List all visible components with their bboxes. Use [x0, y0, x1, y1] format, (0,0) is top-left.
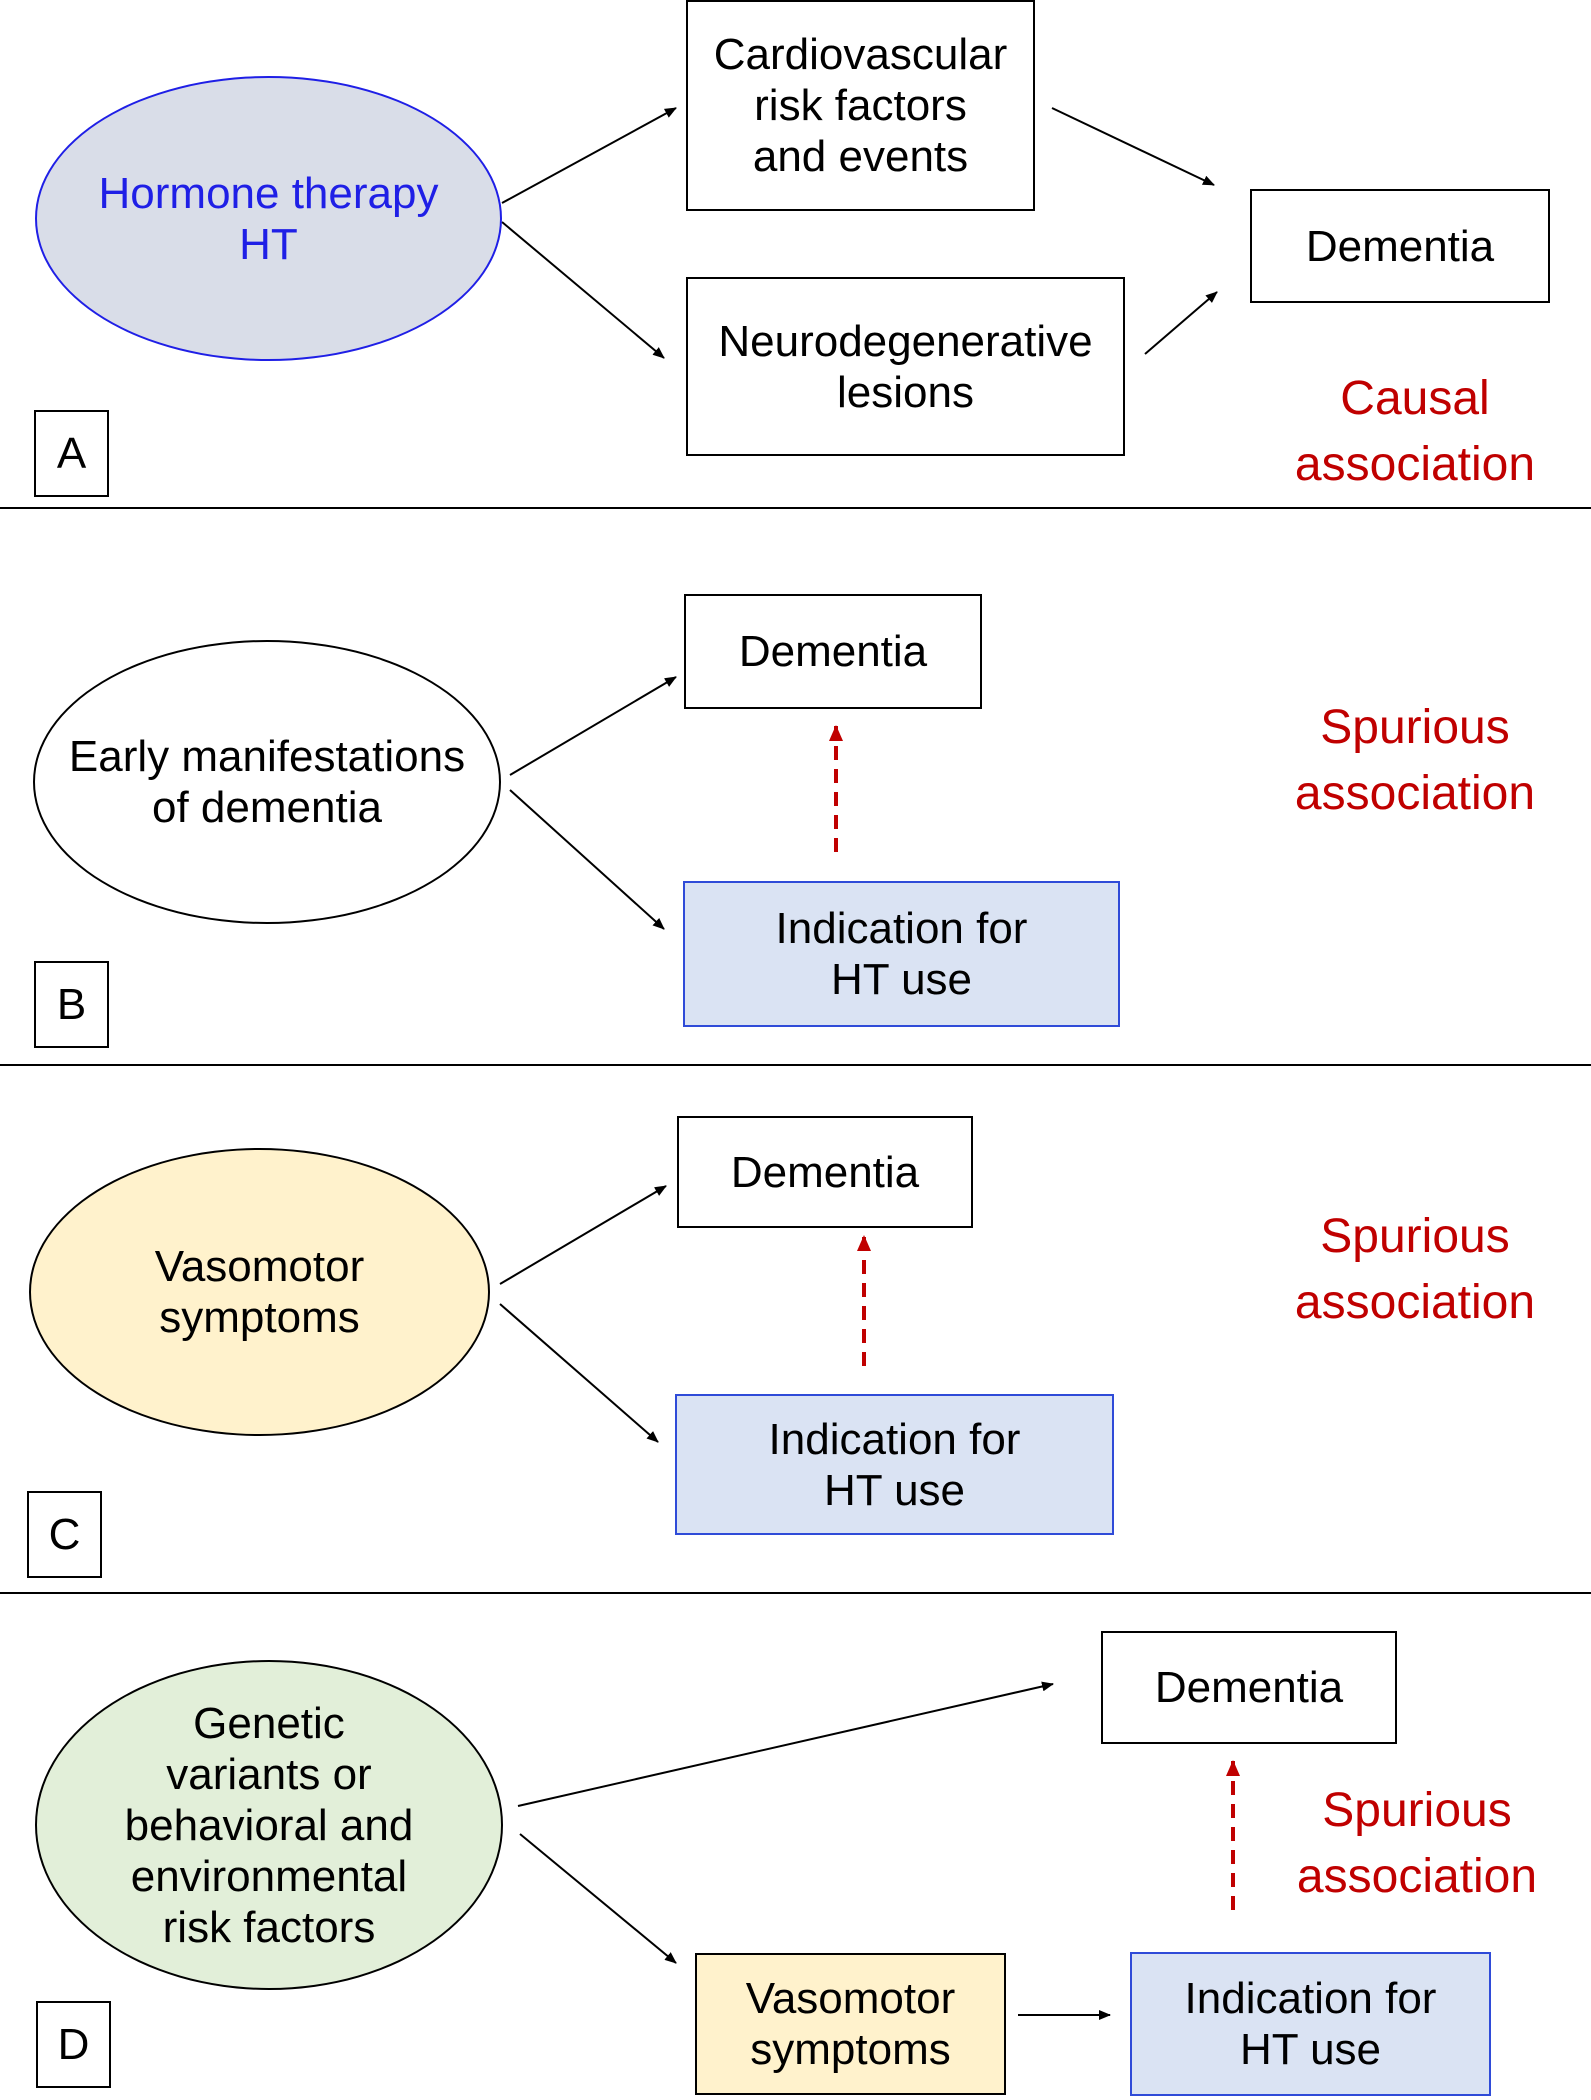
cardiovascular-risk-node: Cardiovascular risk factors and events — [686, 0, 1035, 211]
vasomotor-symptoms-node: Vasomotor symptoms — [695, 1953, 1006, 2095]
arrow-vasomotor-to-dementia — [499, 1185, 667, 1285]
arrow-vasomotor-to-indication — [499, 1303, 659, 1443]
neurodegenerative-lesions-node: Neurodegenerative lesions — [686, 277, 1125, 456]
panel-divider — [0, 1592, 1591, 1594]
panel-divider — [0, 507, 1591, 509]
indication-for-ht-use-node: Indication for HT use — [683, 881, 1120, 1027]
panel-letter-b: B — [34, 961, 109, 1048]
association-label: Spurious association — [1294, 701, 1536, 820]
panel-divider — [0, 1064, 1591, 1066]
association-label: Spurious association — [1294, 1210, 1536, 1329]
arrow-neurodegenerative-to-dementia — [1144, 291, 1218, 355]
indication-for-ht-use-node: Indication for HT use — [675, 1394, 1114, 1535]
association-label: Causal association — [1294, 372, 1536, 491]
arrow-ht-to-neurodegenerative — [501, 221, 665, 359]
hormone-therapy-node: Hormone therapy HT — [35, 76, 502, 361]
dementia-node: Dementia — [1250, 189, 1550, 303]
genetic-variants-node: Genetic variants or behavioral and envir… — [35, 1660, 503, 1990]
panel-letter-c: C — [27, 1491, 102, 1578]
arrow-genetic-to-dementia — [517, 1681, 1054, 1807]
dementia-node: Dementia — [677, 1116, 973, 1228]
early-manifestations-node: Early manifestations of dementia — [33, 640, 501, 924]
association-label: Spurious association — [1296, 1784, 1538, 1903]
arrow-ht-to-cardiovascular — [501, 107, 677, 204]
dementia-node: Dementia — [1101, 1631, 1397, 1744]
indication-for-ht-use-node: Indication for HT use — [1130, 1952, 1491, 2096]
arrow-early-to-dementia — [509, 676, 677, 776]
vasomotor-symptoms-node: Vasomotor symptoms — [29, 1148, 490, 1436]
arrow-genetic-to-vasomotor — [519, 1833, 677, 1964]
panel-letter-d: D — [36, 2001, 111, 2088]
dementia-node: Dementia — [684, 594, 982, 709]
panel-letter-a: A — [34, 410, 109, 497]
arrow-early-to-indication — [509, 789, 665, 930]
arrow-cardiovascular-to-dementia — [1051, 107, 1215, 186]
